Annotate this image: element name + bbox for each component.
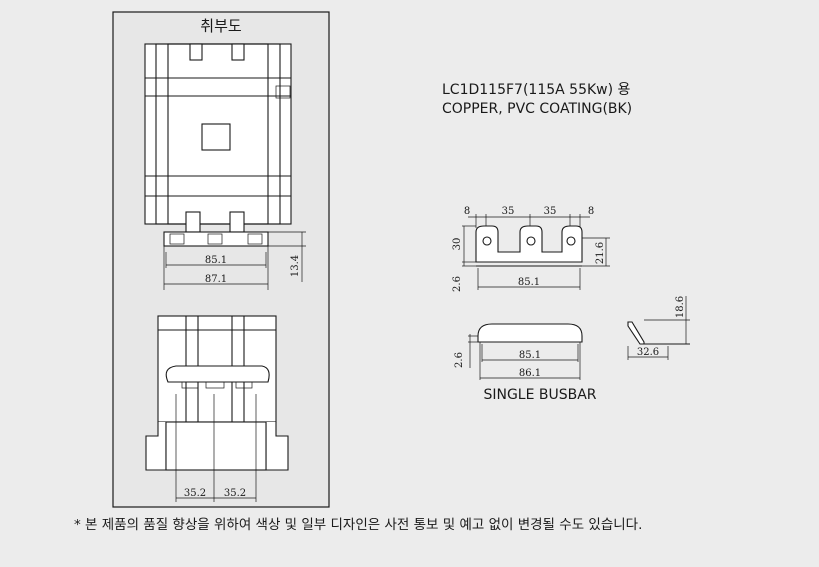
contactor-top-view xyxy=(144,43,292,247)
dim-outer-width: 87.1 xyxy=(205,274,227,285)
center-window xyxy=(201,123,231,151)
contactor-side-view: 35.2 35.2 xyxy=(145,315,289,502)
dim-top-4: 8 xyxy=(588,206,594,217)
dim-height: 13.4 xyxy=(290,255,301,277)
installation-title: 취부도 xyxy=(200,17,242,35)
material-line: COPPER, PVC COATING(BK) xyxy=(442,101,632,117)
dim-left-height: 30 xyxy=(452,238,463,251)
dim-pitch-right: 35.2 xyxy=(224,488,246,499)
side-dim-height: 18.6 xyxy=(675,296,686,318)
side-dim-width: 32.6 xyxy=(637,347,659,358)
single-busbar-side-profile xyxy=(627,321,645,345)
dim-bottom-width: 85.1 xyxy=(518,277,540,288)
installation-diagram: 취부도 xyxy=(112,11,330,508)
single-busbar-label: SINGLE BUSBAR xyxy=(483,387,596,403)
single-busbar-drawing: 2.6 85.1 86.1 SINGLE BUSBAR 18.6 32.6 xyxy=(454,296,690,403)
footnote: * 본 제품의 품질 향상을 위하여 색상 및 일부 디자인은 사전 통보 및 … xyxy=(74,517,643,533)
dim-thickness: 2.6 xyxy=(452,276,463,292)
busbar-3pole-shape xyxy=(475,225,583,263)
busbar-3pole-drawing: 8 35 35 8 30 2.6 21.6 85.1 xyxy=(452,206,610,292)
dim-inner-width: 85.1 xyxy=(205,255,227,266)
dim-pitch-left: 35.2 xyxy=(184,488,206,499)
model-line: LC1D115F7(115A 55Kw) 용 xyxy=(442,82,631,98)
busbar-strip xyxy=(163,231,269,247)
dim-top-3: 35 xyxy=(544,206,557,217)
single-dim-thickness: 2.6 xyxy=(454,352,465,368)
dim-top-2: 35 xyxy=(502,206,515,217)
single-dim-outer: 86.1 xyxy=(519,368,541,379)
single-dim-inner: 85.1 xyxy=(519,350,541,361)
top-view-dimensions: 85.1 87.1 13.4 xyxy=(163,231,306,290)
dim-right-height: 21.6 xyxy=(595,242,606,264)
dim-top-1: 8 xyxy=(464,206,470,217)
single-busbar-shape xyxy=(477,323,583,343)
